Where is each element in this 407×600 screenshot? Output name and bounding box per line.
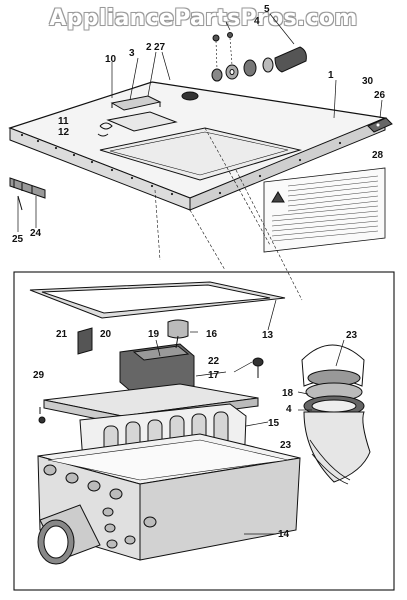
callout-4: 4 (254, 16, 260, 27)
control-insert (77, 319, 195, 395)
callout-18: 18 (282, 388, 294, 399)
drain-cylinder (37, 504, 101, 565)
callout-28: 28 (372, 150, 384, 161)
callout-26: 26 (374, 90, 386, 101)
callout-21: 21 (56, 329, 68, 340)
callout-14: 14 (278, 529, 290, 540)
callout-19: 19 (148, 329, 160, 340)
knob-and-washers (211, 32, 307, 82)
detail-frame (13, 271, 395, 591)
watermark: AppliancePartsPros.com (49, 6, 358, 31)
side-bracket (9, 177, 46, 211)
gasket-frame (29, 281, 286, 319)
callout-10: 10 (105, 54, 117, 65)
callout-30: 30 (362, 76, 374, 87)
callout-17: 17 (208, 370, 220, 381)
callout-12: 12 (58, 127, 70, 138)
leader-lines (17, 13, 383, 535)
callout-29: 29 (33, 370, 45, 381)
callout-22: 22 (208, 356, 220, 367)
screw (252, 357, 264, 378)
callout-2: 2 (146, 42, 152, 53)
warning-label (263, 167, 386, 253)
callout-13: 13 (262, 330, 274, 341)
callout-3: 3 (129, 48, 135, 59)
callout-23a: 23 (346, 330, 358, 341)
callout-25: 25 (12, 234, 24, 245)
callout-4b: 4 (286, 404, 292, 415)
callout-23b: 23 (280, 440, 292, 451)
callout-24: 24 (30, 228, 42, 239)
motor-coupling-assembly (301, 344, 371, 485)
assembly-guides (154, 127, 303, 301)
callout-5: 5 (264, 4, 270, 15)
outer-tub (37, 433, 301, 561)
callout-1: 1 (328, 70, 334, 81)
callout-27: 27 (154, 42, 166, 53)
hinge-bracket (367, 117, 393, 133)
callout-11: 11 (58, 116, 69, 127)
callout-20: 20 (100, 329, 112, 340)
callout-15: 15 (268, 418, 280, 429)
small-screw (38, 407, 46, 424)
callout-labels: 1 2 3 4 5 10 11 12 27 30 26 28 25 24 13 … (12, 4, 386, 540)
callout-16: 16 (206, 329, 218, 340)
countertop-assembly (8, 81, 388, 211)
